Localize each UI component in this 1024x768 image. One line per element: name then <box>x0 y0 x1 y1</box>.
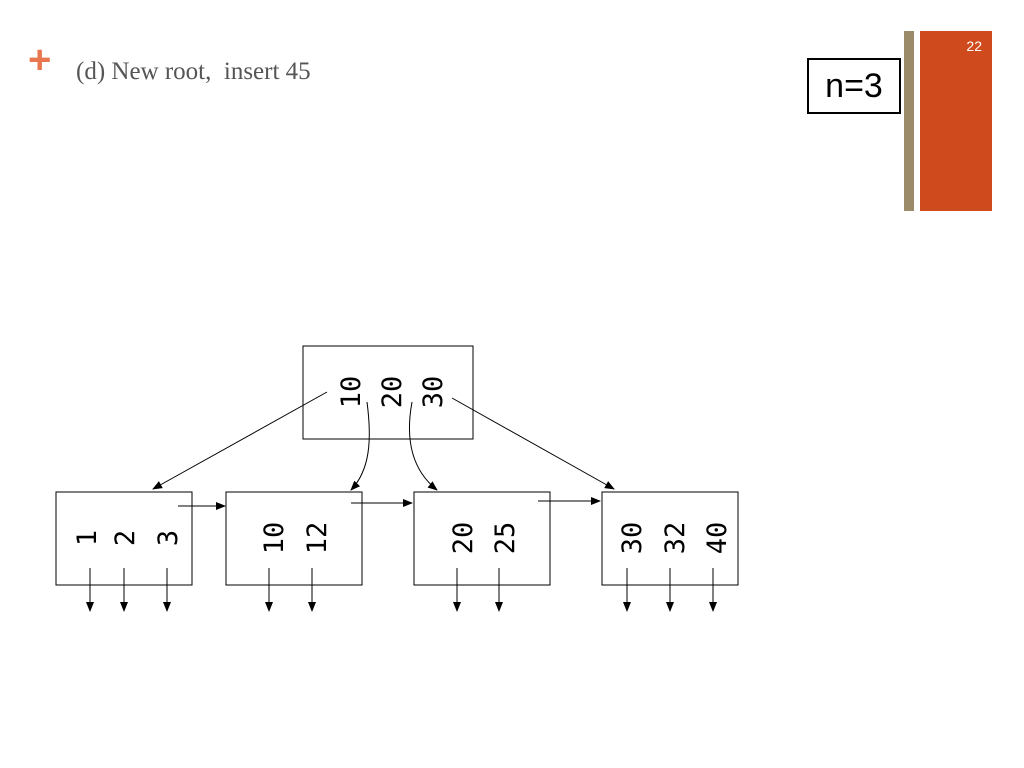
slide-title: (d) New root, insert 45 <box>76 58 311 85</box>
sidebar-block <box>920 31 992 211</box>
leaf-key: 20 <box>448 522 479 555</box>
slide-number: 22 <box>966 38 982 54</box>
child-pointer-arrow <box>152 391 328 490</box>
order-label: n=3 <box>825 66 883 105</box>
leaf-key: 25 <box>490 522 521 555</box>
leaf-key: 32 <box>660 522 691 555</box>
root-key: 20 <box>377 376 408 409</box>
leaf-node <box>225 491 363 586</box>
child-pointer-arrow <box>350 401 370 491</box>
leaf-key: 2 <box>110 530 141 546</box>
root-node <box>302 345 474 440</box>
leaf-key: 30 <box>617 522 648 555</box>
child-pointer-arrow <box>408 401 438 491</box>
root-key: 30 <box>418 376 449 409</box>
leaf-node <box>413 491 551 586</box>
leaf-key: 40 <box>702 522 733 555</box>
leaf-key: 1 <box>72 530 103 546</box>
leaf-key: 12 <box>302 522 333 555</box>
root-key: 10 <box>336 376 367 409</box>
leaf-key: 3 <box>153 530 184 546</box>
sidebar-line <box>904 31 914 211</box>
leaf-key: 10 <box>259 522 290 555</box>
plus-icon: + <box>28 38 52 82</box>
child-pointer-arrow <box>451 397 615 490</box>
order-label-box: n=3 <box>807 58 901 114</box>
